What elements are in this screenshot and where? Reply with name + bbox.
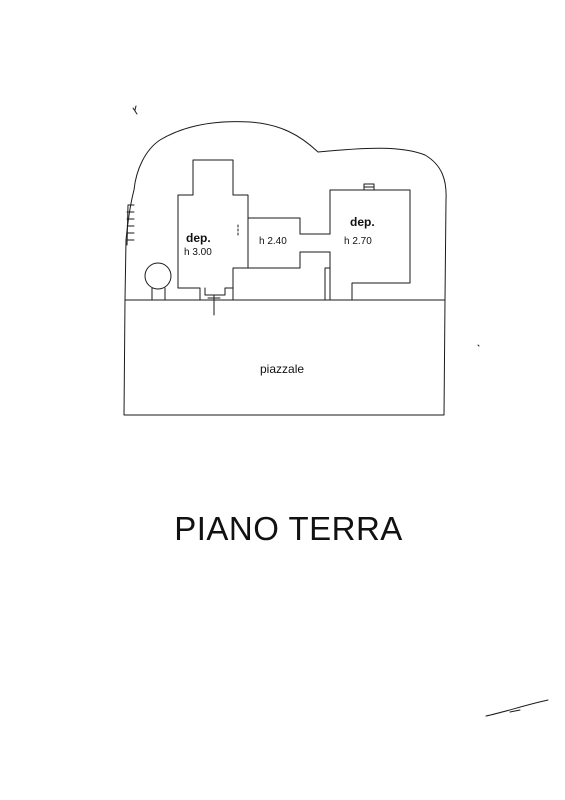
corridor-walls <box>247 217 331 269</box>
room-height-corridor: h 2.40 <box>259 236 287 247</box>
scribble-mark <box>485 699 549 717</box>
dot-mark <box>477 344 480 347</box>
room-height-left: h 3.00 <box>184 247 212 258</box>
site-boundary <box>123 105 447 416</box>
room-label-left: dep. <box>186 231 211 245</box>
corner-mark <box>132 107 138 115</box>
tree-trunk <box>151 287 166 301</box>
room-right-walls <box>324 189 411 301</box>
room-left-walls <box>177 159 249 316</box>
floor-title: PIANO TERRA <box>174 510 403 547</box>
room-height-right: h 2.70 <box>344 236 372 247</box>
stair-marks <box>126 204 135 246</box>
room-label-right: dep. <box>350 215 375 229</box>
tree-symbol <box>144 262 172 290</box>
outdoor-label: piazzale <box>260 362 305 376</box>
vent-mark <box>363 183 375 191</box>
